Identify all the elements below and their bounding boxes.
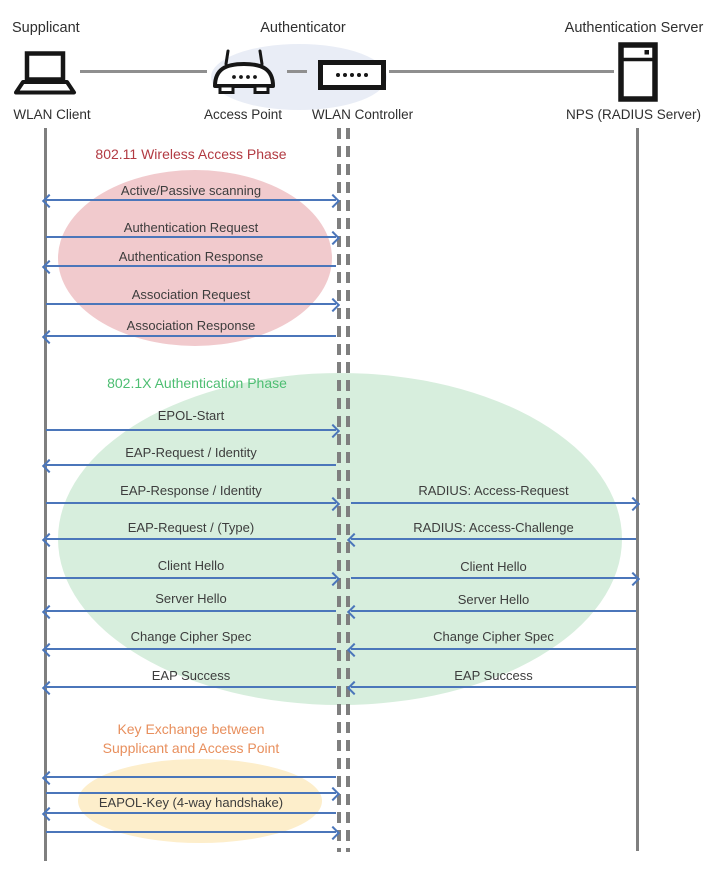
- message-arrow-scanning: [46, 199, 336, 201]
- role-label-authentication-server: Authentication Server: [564, 20, 704, 36]
- message-label-association-response: Association Response: [126, 318, 256, 333]
- message-label-radius-access-challenge: RADIUS: Access-Challenge: [413, 520, 574, 535]
- message-label-client-hello-right: Client Hello: [460, 559, 527, 574]
- message-arrow-eap-response-identity: [46, 502, 336, 504]
- node-label-nps-radius-server: NPS (RADIUS Server): [565, 107, 702, 122]
- wireless-router-icon: [213, 49, 275, 94]
- node-label-access-point: Access Point: [203, 107, 283, 122]
- message-label-eap-success-left: EAP Success: [151, 668, 231, 683]
- role-label-authenticator: Authenticator: [260, 20, 346, 36]
- message-label-association-request: Association Request: [131, 287, 251, 302]
- lifeline-wlan-client: [44, 128, 47, 861]
- message-label-eap-response-identity: EAP-Response / Identity: [120, 483, 262, 498]
- role-label-supplicant: Supplicant: [12, 20, 80, 36]
- message-label-eapol-key: EAPOL-Key (4-way handshake): [98, 795, 284, 810]
- message-arrow-change-cipher-spec-right: [351, 648, 636, 650]
- message-arrow-authentication-request: [46, 236, 336, 238]
- message-arrow-association-response: [46, 335, 336, 337]
- phase3-ellipse: [78, 759, 322, 843]
- message-arrow-server-hello-left: [46, 610, 336, 612]
- message-arrow-change-cipher-spec-left: [46, 648, 336, 650]
- message-label-client-hello-left: Client Hello: [157, 558, 225, 573]
- message-label-eap-request-identity: EAP-Request / Identity: [125, 445, 257, 460]
- message-label-radius-access-request: RADIUS: Access-Request: [418, 483, 569, 498]
- message-arrow-eap-request-identity: [46, 464, 336, 466]
- message-arrow-client-hello-left: [46, 577, 336, 579]
- message-label-change-cipher-spec-left: Change Cipher Spec: [130, 629, 252, 644]
- message-label-server-hello-right: Server Hello: [457, 592, 530, 607]
- message-label-scanning: Active/Passive scanning: [120, 183, 262, 198]
- node-label-wlan-controller: WLAN Controller: [311, 107, 414, 122]
- lifeline-wlan-controller-dash-2: [346, 128, 350, 852]
- handshake-arrow-3: [46, 812, 336, 814]
- message-label-authentication-request: Authentication Request: [123, 220, 259, 235]
- message-arrow-eap-request-type: [46, 538, 336, 540]
- message-label-eap-request-type: EAP-Request / (Type): [127, 520, 255, 535]
- handshake-arrow-1: [46, 776, 336, 778]
- handshake-arrow-4: [46, 831, 336, 833]
- connector-controller-server: [389, 70, 614, 73]
- message-arrow-server-hello-right: [351, 610, 636, 612]
- message-arrow-epol-start: [46, 429, 336, 431]
- lifeline-wlan-controller-dash-1: [337, 128, 341, 852]
- message-label-server-hello-left: Server Hello: [155, 591, 227, 606]
- message-label-epol-start: EPOL-Start: [157, 408, 225, 423]
- message-arrow-eap-success-left: [46, 686, 336, 688]
- server-icon: [618, 42, 658, 102]
- connector-ap-controller: [287, 70, 307, 73]
- message-label-authentication-response: Authentication Response: [118, 249, 264, 264]
- message-label-change-cipher-spec-right: Change Cipher Spec: [433, 629, 554, 644]
- message-arrow-radius-access-challenge: [351, 538, 636, 540]
- lifeline-nps-server: [636, 128, 639, 851]
- node-label-wlan-client: WLAN Client: [13, 107, 91, 122]
- laptop-icon: [14, 51, 76, 95]
- phase1-title: 802.11 Wireless Access Phase: [95, 146, 287, 162]
- message-arrow-eap-success-right: [351, 686, 636, 688]
- phase3-title-line2: Supplicant and Access Point: [102, 740, 280, 756]
- message-arrow-authentication-response: [46, 265, 336, 267]
- message-arrow-radius-access-request: [351, 502, 636, 504]
- controller-icon: [318, 60, 386, 90]
- connector-client-ap: [80, 70, 207, 73]
- message-label-eap-success-right: EAP Success: [454, 668, 533, 683]
- message-arrow-client-hello-right: [351, 577, 636, 579]
- handshake-arrow-2: [46, 792, 336, 794]
- phase2-title: 802.1X Authentication Phase: [107, 375, 287, 391]
- phase3-title-line1: Key Exchange between: [117, 721, 265, 737]
- message-arrow-association-request: [46, 303, 336, 305]
